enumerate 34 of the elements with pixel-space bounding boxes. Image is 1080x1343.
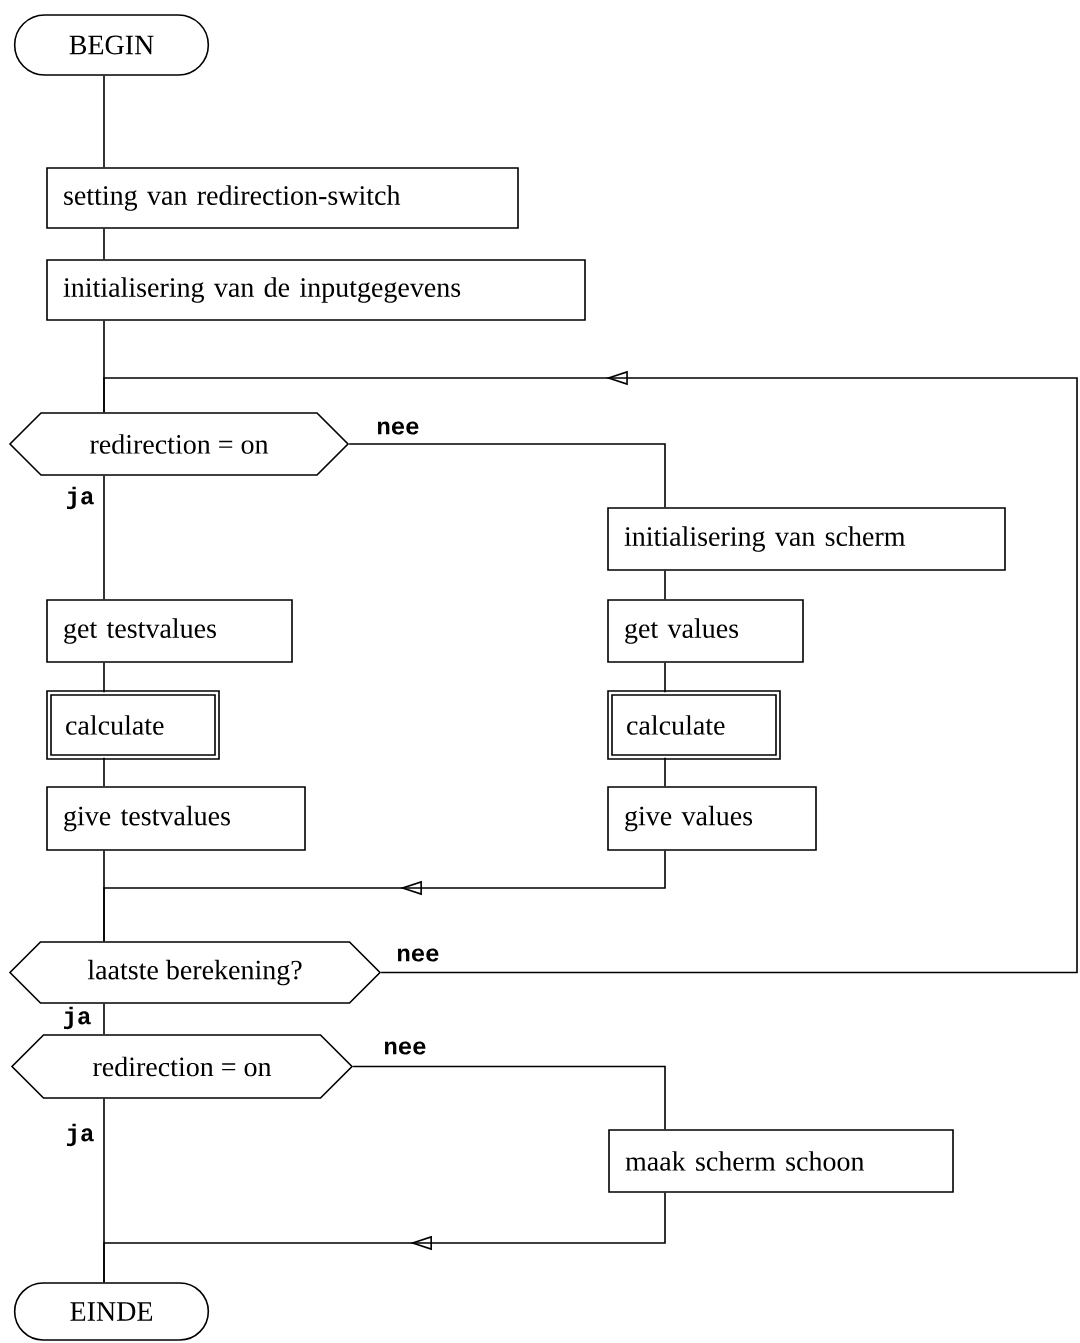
subroutine-box: calculate [607, 690, 781, 760]
connector [664, 757, 666, 787]
edge-label: nee [381, 1039, 429, 1057]
terminal-box: BEGIN [13, 14, 210, 76]
connector [348, 443, 666, 508]
edge-label: ja [63, 1121, 97, 1149]
connector [103, 1003, 105, 1035]
connector [103, 475, 105, 600]
connector [352, 1065, 666, 1130]
edge-label: ja [60, 1004, 94, 1032]
edge-label: nee [374, 419, 422, 437]
process-box: give testvalues [46, 786, 306, 851]
process-box: get values [607, 599, 804, 663]
decision-hexagon: redirection = on [8, 412, 350, 476]
process-box: get testvalues [46, 599, 293, 663]
decision-hexagon: redirection = on [10, 1034, 354, 1099]
connector [664, 570, 666, 600]
process-box: maak scherm schoon [608, 1129, 954, 1193]
process-box: setting van redirection-switch [46, 167, 519, 229]
connector [103, 228, 105, 260]
connector [103, 75, 105, 168]
subroutine-box: calculate [46, 690, 220, 760]
process-box: give values [607, 786, 817, 851]
connector [103, 757, 105, 787]
connector [103, 662, 105, 693]
process-box: initialisering van de inputgegevens [46, 259, 586, 321]
process-box: initialisering van scherm [607, 507, 1006, 571]
connector [103, 1192, 666, 1283]
edge-label: nee [394, 946, 442, 964]
edge-label: ja [63, 484, 97, 512]
decision-hexagon: laatste berekening? [8, 941, 382, 1004]
connector [103, 850, 105, 942]
terminal-box: EINDE [13, 1282, 210, 1341]
connector [664, 662, 666, 693]
